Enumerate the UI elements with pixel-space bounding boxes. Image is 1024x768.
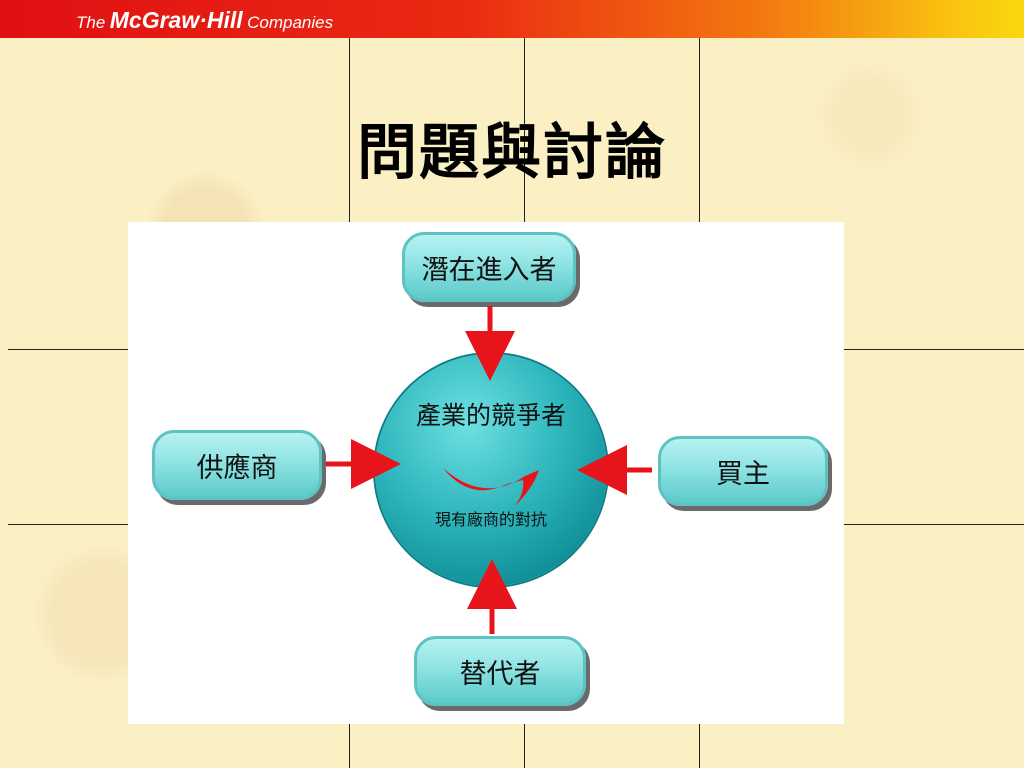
industry-competitors-circle: 產業的競爭者 現有廠商的對抗 [375, 354, 607, 586]
node-potential-entrants: 潛在進入者 [402, 232, 576, 302]
five-forces-diagram: 產業的競爭者 現有廠商的對抗 潛在進入者 供應商 買主 替代者 [128, 222, 844, 724]
header-bar: The McGraw·Hill Companies [0, 0, 1024, 38]
brand-name: McGraw·Hill [109, 7, 243, 33]
center-title: 產業的競爭者 [415, 401, 566, 430]
brand-suffix: Companies [247, 13, 334, 32]
node-substitutes: 替代者 [414, 636, 586, 706]
slide-title: 問題與討論 [357, 118, 667, 188]
arrows-layer [326, 306, 652, 634]
brand-prefix: The [76, 13, 106, 32]
center-subtitle: 現有廠商的對抗 [434, 510, 547, 529]
brand-logo: The McGraw·Hill Companies [76, 7, 333, 34]
node-buyers: 買主 [658, 436, 828, 506]
node-suppliers: 供應商 [152, 430, 322, 500]
